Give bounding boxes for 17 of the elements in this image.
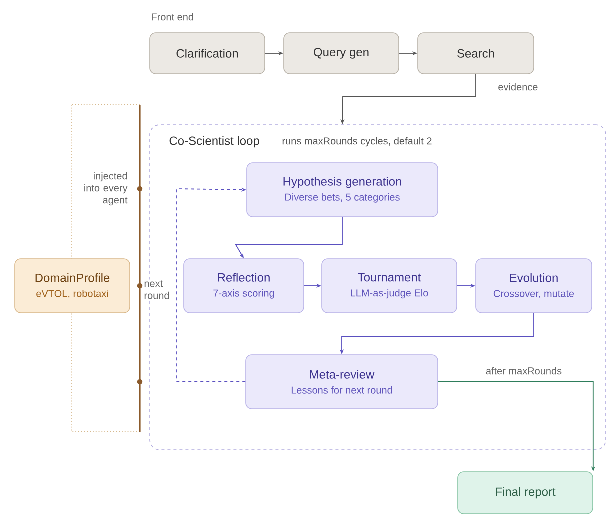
agent-box: Reflection 7-axis scoring [184,258,304,314]
process-box: Query gen [284,32,400,74]
edge-label: next round [143,280,174,300]
process-box: Search [418,32,534,74]
section-label: Front end [152,13,194,21]
edge-label: evidence [497,82,540,92]
agent-box: Tournament LLM-as-judge Elo [322,258,458,314]
container-title: Co-Scientist loop [170,136,260,148]
report-box: Final report [458,472,594,514]
edge-label: after maxRounds [484,366,564,376]
agent-box: Hypothesis generation Diverse bets, 5 categories [246,162,438,218]
process-box: Clarification [150,32,266,74]
container-note: runs maxRounds cycles, default 2 [282,137,432,147]
agent-box: Evolution Crossover, mutate [476,258,592,314]
agent-box: Meta-review Lessons for next round [246,354,438,410]
note-text: injected into every agent [84,172,128,206]
profile-box: DomainProfile eVTOL, robotaxi [14,258,130,314]
